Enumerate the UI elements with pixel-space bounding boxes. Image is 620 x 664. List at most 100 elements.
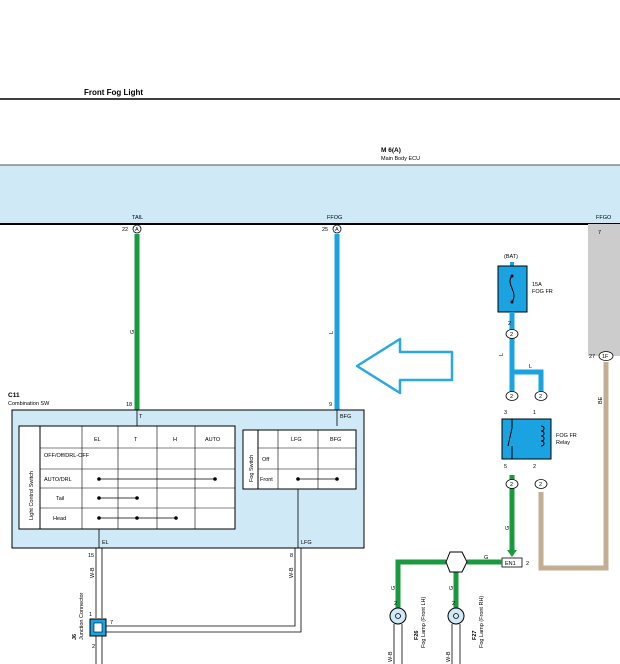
pin-ffog-connector	[332, 224, 342, 234]
light-col-t: T	[134, 437, 138, 443]
lamp-rh-name: Fog Lamp (Front RH)	[479, 596, 485, 648]
junction-pin-2: 2	[92, 644, 95, 650]
pin-ffog-conn: A	[335, 227, 339, 233]
relay-conn-bottom-left-num: 2	[510, 482, 513, 488]
light-row-auto: AUTO/DRL	[44, 477, 72, 483]
lamp-lh-name: Fog Lamp (Front LH)	[421, 596, 427, 648]
continuity-head-t	[135, 516, 139, 520]
pin-ffgo-connector	[598, 351, 614, 361]
switch-name: Combination SW	[8, 401, 50, 407]
relay-coil-icon	[540, 425, 545, 447]
lamp-lh-code: F26	[414, 631, 420, 640]
junction-pin-7: 7	[110, 620, 113, 626]
wire-tail-color: G	[130, 330, 136, 334]
fuse-pin-label: 2	[508, 321, 511, 327]
relay-conn-top-right	[534, 391, 548, 401]
diagram-title: Front Fog Light	[84, 88, 143, 97]
fuse-node-bottom	[510, 300, 514, 304]
wire-ffog-color: L	[329, 331, 335, 334]
light-control-label: Light Control Switch	[29, 471, 35, 520]
wire-lfg-2	[106, 548, 302, 633]
continuity-head-h	[174, 516, 178, 520]
light-col-auto: AUTO	[205, 437, 221, 443]
switch-pin-el: EL	[102, 540, 109, 546]
pointer-arrow-icon	[355, 337, 454, 395]
wire-lamp-color: G	[484, 555, 488, 561]
lamp-rh-icon	[447, 607, 465, 625]
light-row-off-text: OFF/Off/DRL-OFF	[44, 453, 90, 459]
wire-ffgo-color: BE	[598, 396, 604, 404]
connector-en1-pin: 2	[526, 561, 529, 567]
wire-lfg-color: W-B	[289, 567, 295, 578]
wire-lfg-1	[106, 548, 296, 627]
connector-en1-name: EN1	[505, 561, 516, 567]
continuity-tail-el	[97, 496, 101, 500]
pin-ffgo-num: 7	[598, 230, 601, 236]
light-control-table: Light Control Switch EL T H AUTO OFF/Off…	[18, 425, 236, 530]
pin-ffgo-num2: 27	[589, 354, 595, 360]
fog-row-front: Front	[260, 477, 273, 483]
fuse-name: FOG FR	[532, 289, 553, 295]
fuse-icon	[509, 275, 515, 303]
relay-contact-icon	[507, 427, 513, 447]
relay-pin-2: 2	[533, 464, 536, 470]
relay-pin-1: 1	[533, 410, 536, 416]
splice-node	[445, 551, 468, 573]
junction-name: Junction Connector	[79, 592, 85, 640]
light-table-frame	[18, 425, 236, 530]
ecu-box	[0, 165, 620, 224]
relay-conn-bottom-right-num: 2	[539, 482, 542, 488]
lamp-lh-pin: 2	[394, 601, 397, 607]
wire-relay-in-color: L	[499, 353, 505, 356]
fog-switch-label: Fog Switch	[249, 455, 255, 482]
pin-tail-connector	[132, 224, 142, 234]
fog-col-lfg: LFG	[291, 437, 302, 443]
switch-pin-bfg: BFG	[340, 414, 351, 420]
wire-relay-out-color: G	[505, 526, 511, 530]
relay-conn-bottom-left	[505, 479, 519, 489]
lamp-rh-code: F27	[472, 631, 478, 640]
switch-code: C11	[8, 392, 20, 399]
pin-tail-num: 22	[122, 227, 128, 233]
lamp-lh-filament	[395, 613, 401, 619]
light-col-el: EL	[94, 437, 101, 443]
pin-ffgo-conn: 1F	[602, 354, 609, 360]
wire-el-color: W-B	[90, 567, 96, 578]
fuse-rating: 15A	[532, 282, 542, 288]
lamp-rh-pin: 2	[452, 601, 455, 607]
junction-pin-1: 1	[89, 612, 92, 618]
fuse-bat: (BAT)	[504, 254, 518, 260]
relay-name-2: Relay	[556, 440, 570, 446]
switch-pin-15: 15	[88, 553, 94, 559]
wire-lamp-lh	[395, 559, 446, 608]
switch-pin-t: T	[139, 414, 143, 420]
continuity-head-el	[97, 516, 101, 520]
wire-lamp-rh-color: G	[449, 586, 455, 590]
lamp-rh-ground-color: W-B	[446, 651, 452, 662]
relay-pin-5: 5	[504, 464, 507, 470]
continuity-tail-t	[135, 496, 139, 500]
wire-relay-out-arrow	[507, 550, 517, 557]
pin-ffog-num: 25	[322, 227, 328, 233]
fog-switch-table: Fog Switch LFG BFG Off Front	[242, 429, 357, 490]
wire-relay-feed	[509, 312, 544, 392]
pin-tail-conn: A	[135, 227, 139, 233]
switch-pin-18: 18	[126, 402, 132, 408]
relay-pin-3: 3	[504, 410, 507, 416]
fuse-pin-connector	[505, 329, 519, 339]
switch-pin-lfg: LFG	[301, 540, 312, 546]
fuse-node-top	[510, 274, 514, 278]
relay-conn-top-left	[505, 391, 519, 401]
pin-tail-name: TAIL	[132, 215, 143, 221]
ffgo-shield	[588, 224, 620, 356]
fog-row-off: Off	[262, 457, 270, 463]
relay-name: FOG FR	[556, 433, 577, 439]
lamp-lh-icon	[389, 607, 407, 625]
light-row-off: OFF/Off/DRL-OFF	[44, 453, 90, 459]
fuse-pin-2: 2	[510, 332, 513, 338]
lamp-lh-ground-color: W-B	[388, 651, 394, 662]
ecu-code: M 6(A)	[381, 147, 401, 154]
relay-box	[501, 418, 552, 460]
continuity-front-lfg	[296, 477, 300, 481]
